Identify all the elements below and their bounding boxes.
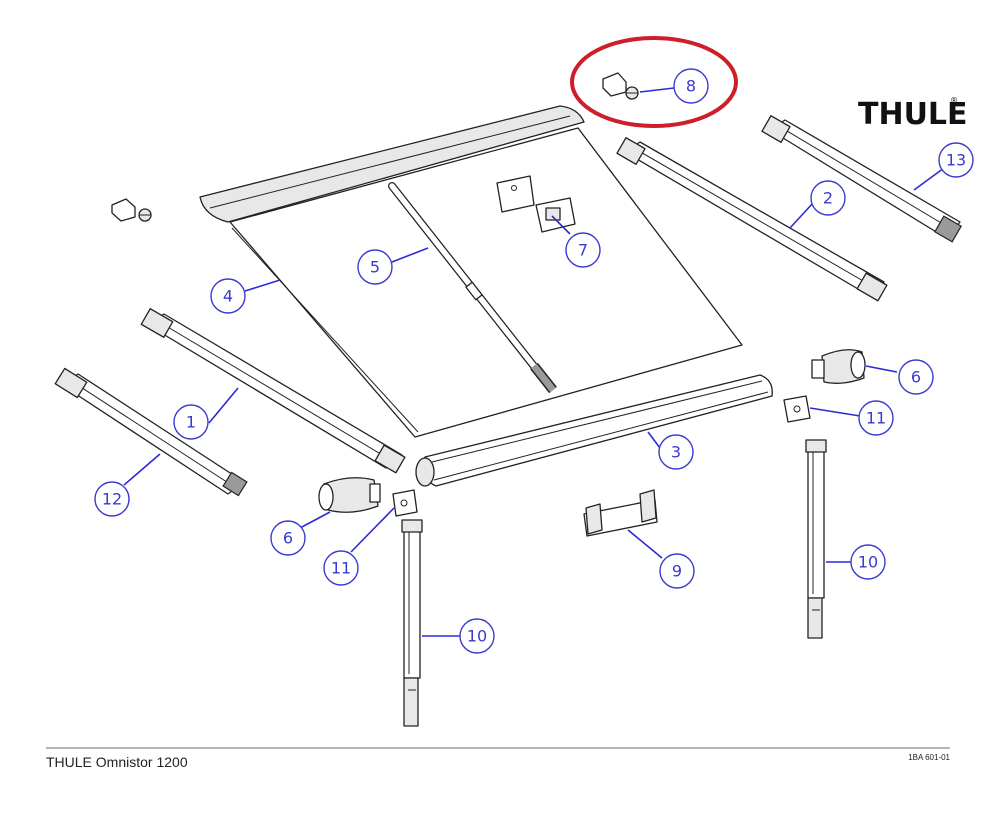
end-housing-right [811,349,866,384]
callout-11b: 11 [858,400,894,436]
mounting-bracket [583,489,658,537]
support-arm-left-lower [54,367,248,497]
left-end-cap-and-screw [111,198,152,222]
callout-6b: 6 [898,359,934,395]
leader-lines [123,87,945,637]
callout-1: 1 [173,404,209,440]
svg-text:7: 7 [578,241,588,260]
svg-text:®: ® [950,96,958,105]
tension-rod [388,182,557,394]
canopy-fabric [229,127,743,438]
support-arm-right-upper [616,137,888,302]
svg-text:11: 11 [866,409,886,428]
callout-13: 13 [938,142,974,178]
svg-text:3: 3 [671,443,681,462]
end-cap-and-screw [602,72,639,100]
support-arm-right-lower [761,115,962,243]
svg-text:2: 2 [823,189,833,208]
wall-bracket-pair [496,175,576,233]
svg-text:10: 10 [858,553,878,572]
support-arm-left-upper [140,308,406,474]
callout-10b: 10 [850,544,886,580]
svg-text:5: 5 [370,258,380,277]
brand-logo: THULE ® [858,96,968,132]
svg-text:9: 9 [672,562,682,581]
clip-right [783,395,811,423]
svg-text:6: 6 [911,368,921,387]
support-leg-left [401,519,423,727]
front-profile [415,374,773,487]
support-leg-right [805,439,827,639]
callout-3: 3 [658,434,694,470]
footer-drawing-code: 1BA 601-01 [908,753,950,762]
svg-text:6: 6 [283,529,293,548]
callout-8: 8 [673,68,709,104]
callout-4: 4 [210,278,246,314]
highlight-ellipse [570,36,738,128]
svg-text:10: 10 [467,627,487,646]
callout-11a: 11 [323,550,359,586]
svg-text:13: 13 [946,151,966,170]
callout-7: 7 [565,232,601,268]
callout-2: 2 [810,180,846,216]
svg-text:12: 12 [102,490,122,509]
canopy-front-rail [199,105,585,223]
callout-12: 12 [94,481,130,517]
footer-title: THULE Omnistor 1200 [46,754,188,770]
callout-10a: 10 [459,618,495,654]
callout-5: 5 [357,249,393,285]
svg-text:4: 4 [223,287,233,306]
callout-6a: 6 [270,520,306,556]
svg-text:8: 8 [686,77,696,96]
svg-text:THULE: THULE [858,97,968,132]
svg-text:11: 11 [331,559,351,578]
clip-left [392,489,418,517]
svg-text:1: 1 [186,413,196,432]
end-housing-left [318,477,381,513]
callout-9: 9 [659,553,695,589]
